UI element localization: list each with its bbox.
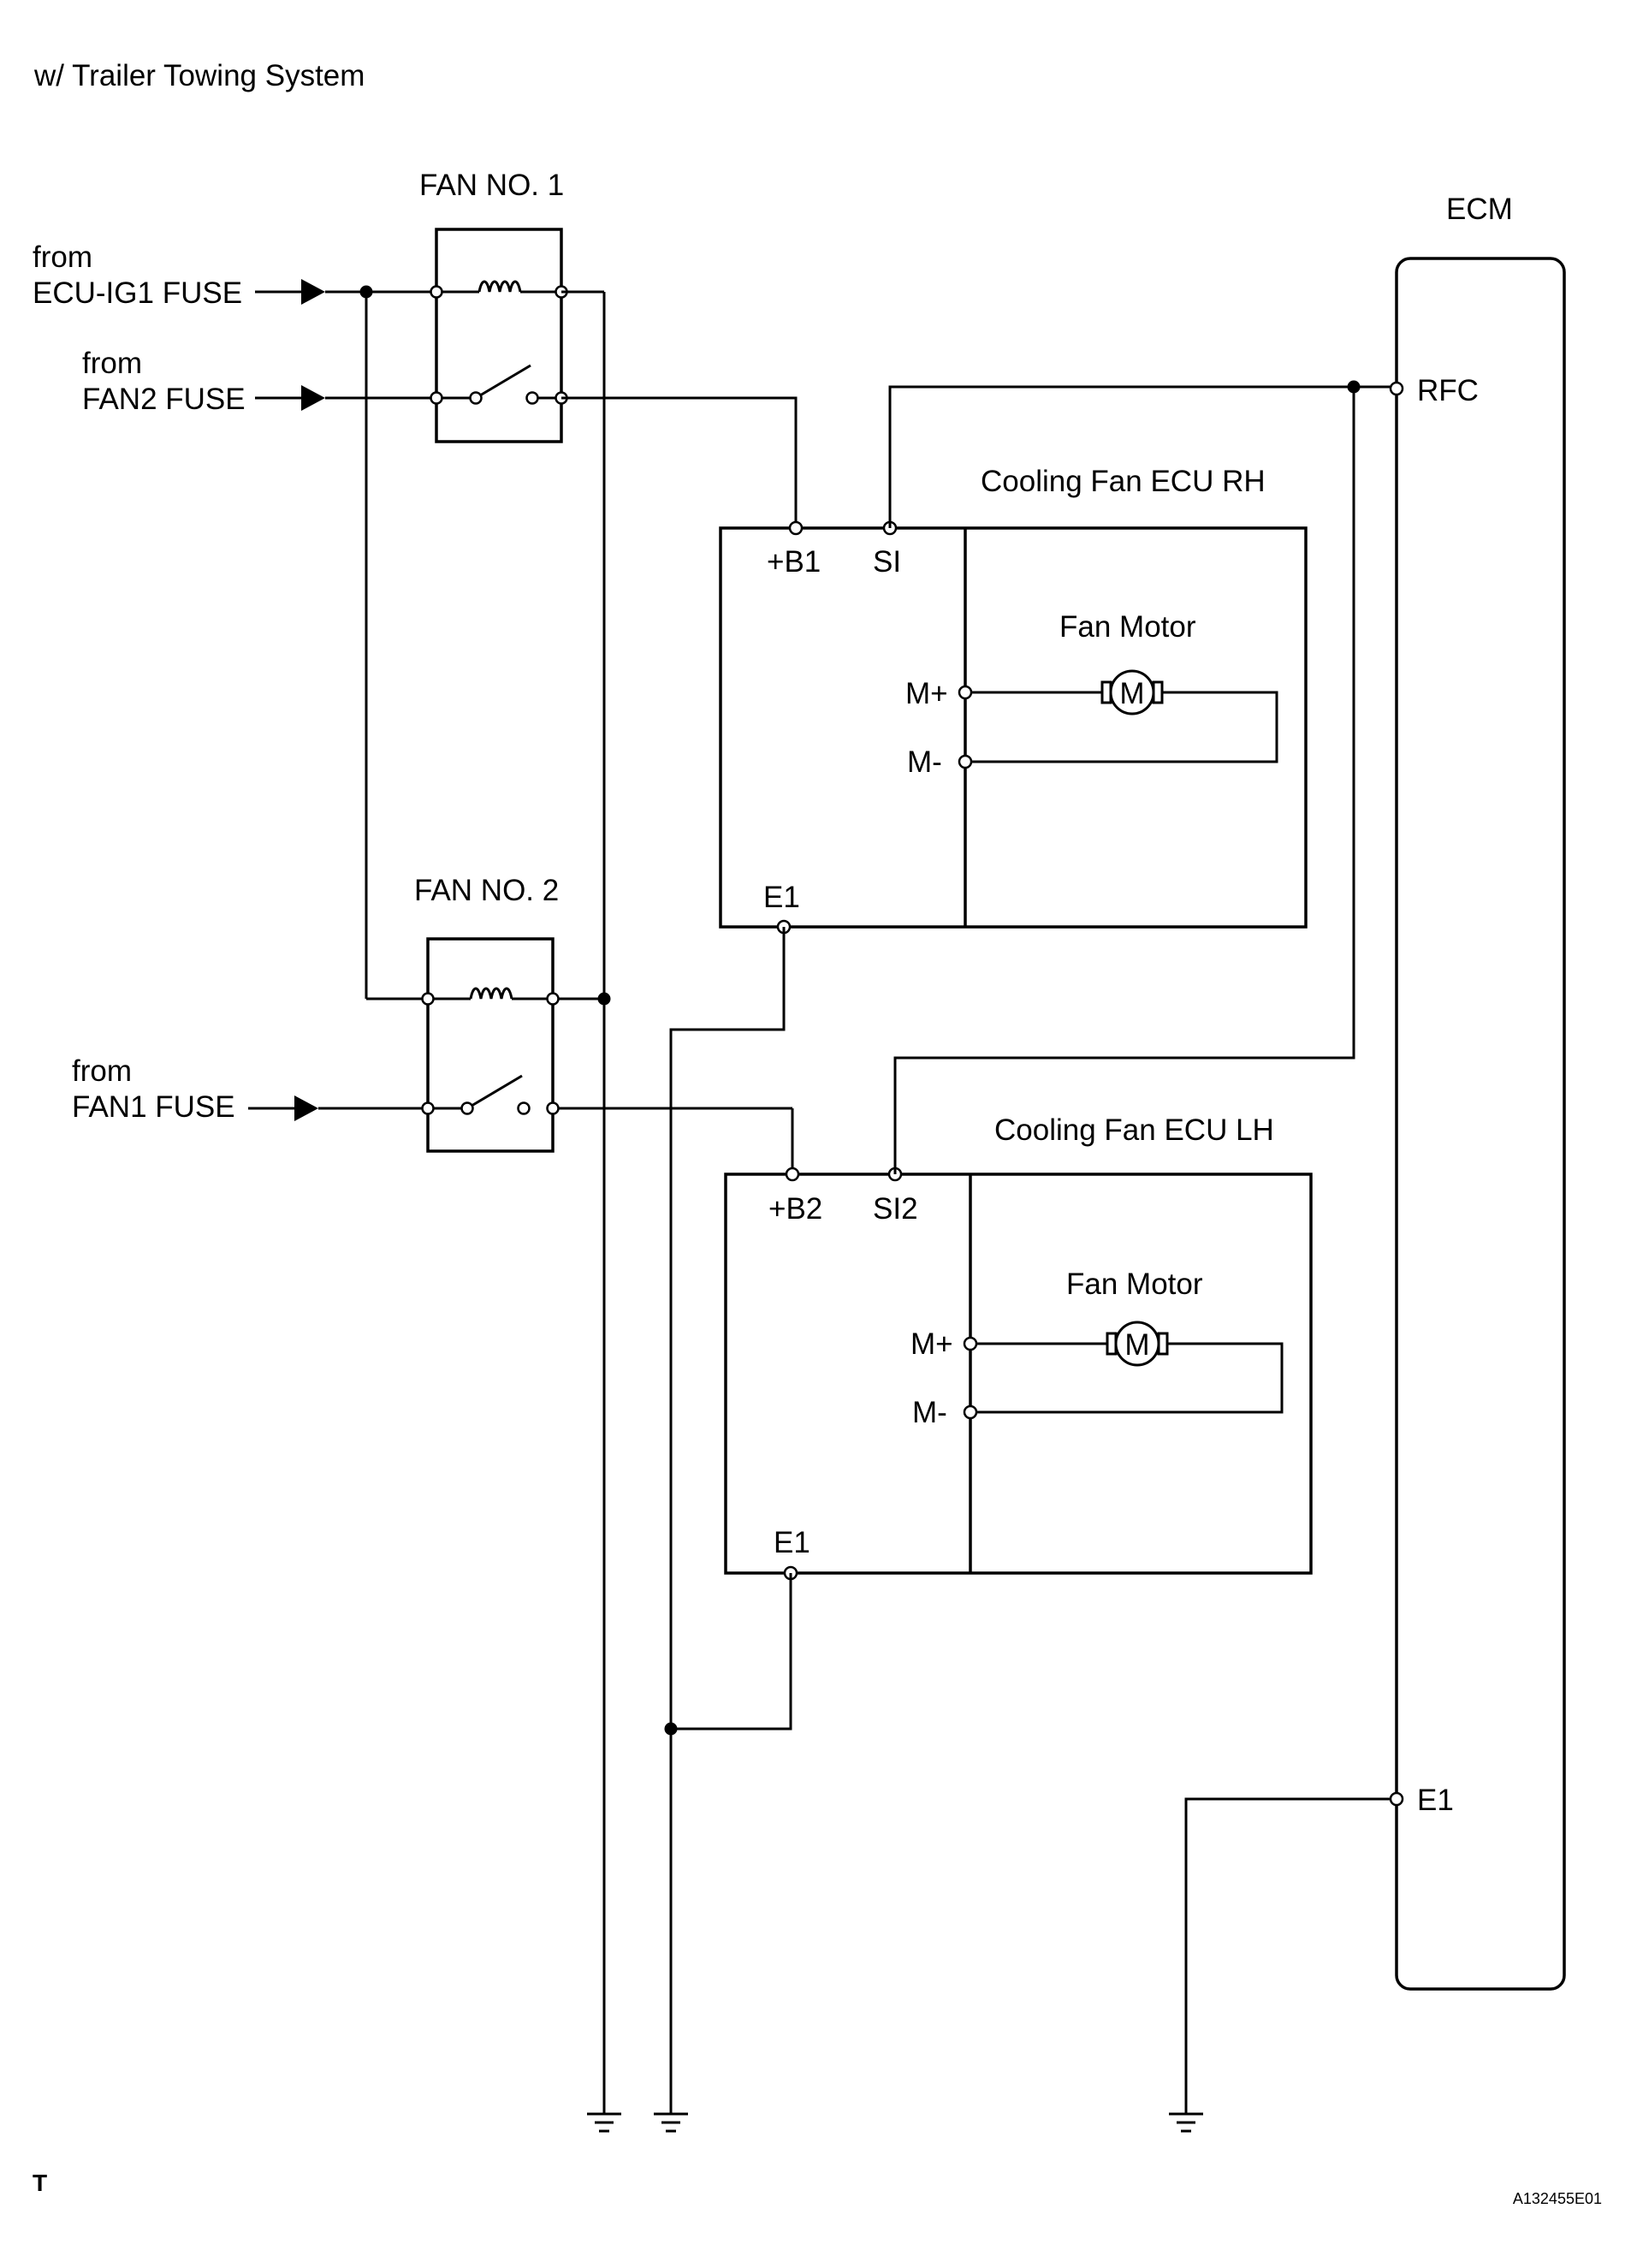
ecu-lh-term-si2: SI2	[873, 1192, 918, 1226]
ecu-lh-term-mplus: M+	[910, 1327, 953, 1361]
ecu-lh-term-mminus: M-	[912, 1396, 947, 1429]
ecu-lh-term-b2: +B2	[768, 1192, 822, 1226]
wire-si-to-rfc	[888, 385, 1354, 528]
relay-fan-no2-coil	[469, 987, 513, 1000]
source-fan2-arrow	[301, 385, 325, 411]
source-ecu-ig1-label: ECU-IG1 FUSE	[33, 276, 242, 310]
relay-fan-no2-body	[426, 937, 555, 1153]
relay-fan-no1-coil	[477, 280, 522, 293]
junction-rfc	[1347, 380, 1361, 394]
footer-left-mark: T	[33, 2170, 47, 2196]
wire-relay1-to-b1	[561, 396, 798, 528]
ecu-rh-term-b1: +B1	[767, 545, 821, 579]
ecu-lh-motor-title: Fan Motor	[1066, 1268, 1203, 1301]
source-ecu-ig1-from: from	[33, 240, 92, 274]
wire-si2-to-rfc	[893, 387, 1355, 1174]
ecu-rh-term-mplus: M+	[905, 677, 948, 710]
ecu-lh-fan-motor-icon	[1114, 1321, 1160, 1367]
ecu-lh-title: Cooling Fan ECU LH	[994, 1113, 1274, 1147]
diagram-title: w/ Trailer Towing System	[33, 59, 365, 92]
ecm-term-rfc: RFC	[1417, 374, 1479, 407]
ecu-lh-body	[724, 1173, 1313, 1575]
junction-relay2-coil	[597, 992, 611, 1006]
wire-ecm-ground	[1184, 1797, 1391, 2114]
relay-fan-no2-switch	[466, 1074, 523, 1110]
source-fan2-label: FAN2 FUSE	[82, 383, 246, 416]
relay-fan-no1-label: FAN NO. 1	[419, 169, 564, 202]
junction-ig1	[359, 285, 373, 299]
source-fan2-from: from	[82, 347, 142, 380]
source-ecu-ig1-arrow	[301, 279, 325, 305]
relay-fan-no1-switch	[475, 364, 531, 400]
wire-ecu-rh-ground	[669, 927, 786, 2114]
ecm-body	[1395, 257, 1566, 1991]
source-fan1-from: from	[72, 1054, 132, 1088]
ecu-rh-fan-motor-icon	[1109, 669, 1155, 715]
ecu-rh-term-mminus: M-	[907, 745, 942, 779]
ecu-rh-term-e1: E1	[763, 881, 800, 914]
ecu-rh-motor-title: Fan Motor	[1059, 610, 1196, 644]
relay-fan-no1-body	[435, 228, 563, 443]
ground-icon	[587, 2112, 621, 2133]
ground-icon	[654, 2112, 688, 2133]
relay-fan-no2-label: FAN NO. 2	[414, 874, 559, 907]
junction-ecu-ground	[664, 1722, 678, 1736]
ecm-term-e1: E1	[1417, 1784, 1454, 1817]
source-fan1-label: FAN1 FUSE	[72, 1090, 235, 1124]
source-fan1-arrow	[294, 1095, 318, 1121]
ecu-rh-title: Cooling Fan ECU RH	[981, 465, 1266, 498]
ecu-rh-term-si: SI	[873, 545, 901, 579]
ecm-title: ECM	[1446, 193, 1513, 226]
ecu-rh-body	[719, 526, 1308, 929]
ecu-rh-motor-symbol: M	[1119, 677, 1144, 710]
ground-icon	[1169, 2112, 1203, 2133]
ecu-lh-term-e1: E1	[774, 1526, 810, 1559]
ecu-lh-motor-symbol: M	[1124, 1328, 1149, 1362]
footer-figure-id: A132455E01	[1513, 2190, 1602, 2207]
wire-ecu-lh-ground	[671, 1573, 792, 1731]
